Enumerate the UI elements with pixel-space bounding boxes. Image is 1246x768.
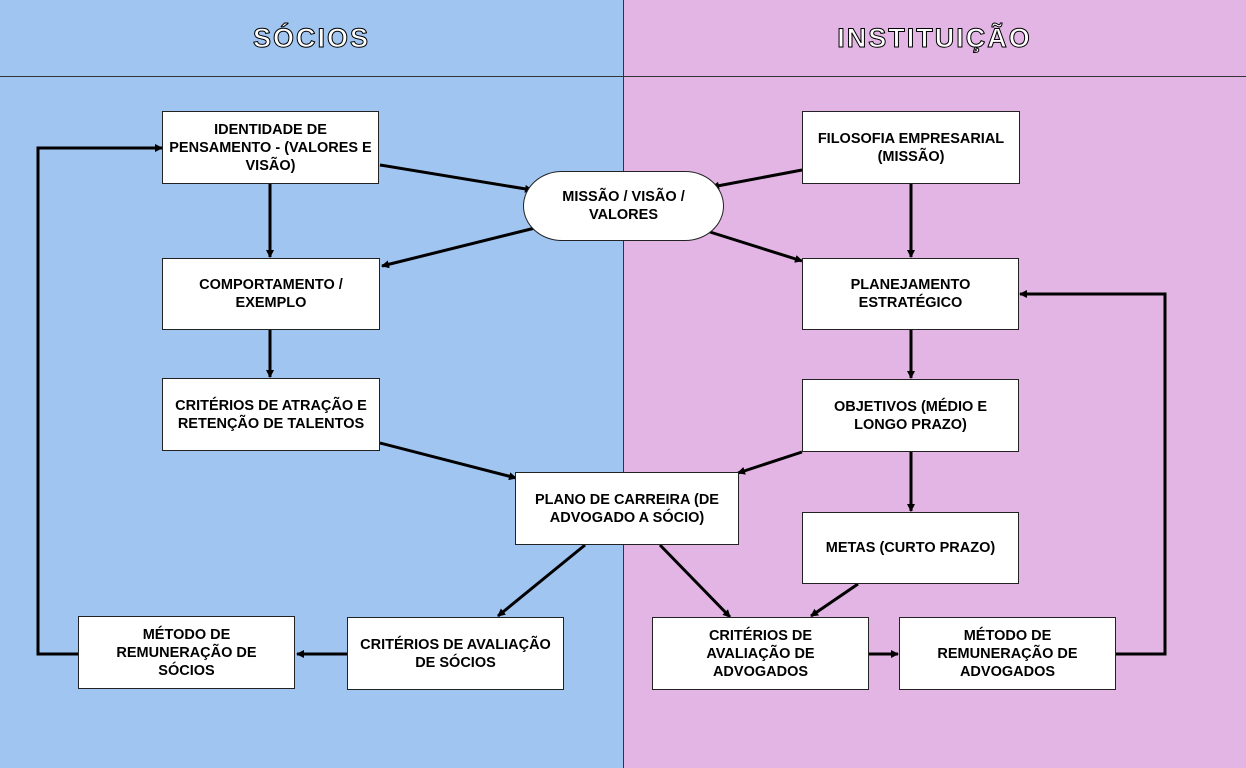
criterios-atracao-label: CRITÉRIOS DE ATRAÇÃO E RETENÇÃO DE TALEN…	[175, 397, 367, 432]
identidade-box: IDENTIDADE DE PENSAMENTO - (VALORES E VI…	[162, 111, 379, 184]
arrow-objetivos-plano	[737, 450, 803, 475]
socios-title: SÓCIOS	[252, 23, 371, 54]
arrow-plano-criterios-socios	[497, 543, 586, 618]
arrow-missao-comportamento	[381, 226, 536, 269]
criterios-socios-box: CRITÉRIOS DE AVALIAÇÃO DE SÓCIOS	[347, 617, 564, 690]
comportamento-box: COMPORTAMENTO / EXEMPLO	[162, 258, 380, 330]
arrow-identidade-missao	[379, 163, 533, 193]
arrow-missao-planejamento	[709, 230, 803, 263]
arrow-filosofia-missao	[711, 168, 803, 190]
metas-label: METAS (CURTO PRAZO)	[825, 540, 996, 556]
criterios-atracao-box: CRITÉRIOS DE ATRAÇÃO E RETENÇÃO DE TALEN…	[162, 378, 380, 451]
filosofia-label: FILOSOFIA EMPRESARIAL (MISSÃO)	[817, 130, 1005, 165]
missao-visao-oval: MISSÃO / VISÃO / VALORES	[523, 171, 724, 241]
comportamento-label: COMPORTAMENTO / EXEMPLO	[199, 277, 343, 311]
arrow-plano-criterios-advogados	[658, 543, 732, 619]
arrow-atracao-plano	[379, 441, 517, 481]
plano-carreira-label: PLANO DE CARREIRA (DE ADVOGADO A SÓCIO)	[535, 491, 719, 526]
metas-box: METAS (CURTO PRAZO)	[802, 512, 1019, 584]
criterios-advogados-label: CRITÉRIOS DE AVALIAÇÃO DE ADVOGADOS	[706, 627, 815, 680]
loop-metodo-advogados-planejamento	[1019, 290, 1167, 656]
metodo-socios-box: MÉTODO DE REMUNERAÇÃO DE SÓCIOS	[78, 616, 295, 689]
criterios-socios-label: CRITÉRIOS DE AVALIAÇÃO DE SÓCIOS	[360, 636, 551, 671]
metodo-advogados-label: MÉTODO DE REMUNERAÇÃO DE ADVOGADOS	[937, 627, 1078, 680]
criterios-advogados-box: CRITÉRIOS DE AVALIAÇÃO DE ADVOGADOS	[652, 617, 869, 690]
filosofia-box: FILOSOFIA EMPRESARIAL (MISSÃO)	[802, 111, 1020, 184]
loop-metodo-socios-identidade	[36, 144, 163, 656]
planejamento-box: PLANEJAMENTO ESTRATÉGICO	[802, 258, 1019, 330]
missao-visao-label: MISSÃO / VISÃO / VALORES	[562, 189, 685, 223]
objetivos-box: OBJETIVOS (MÉDIO E LONGO PRAZO)	[802, 379, 1019, 452]
identidade-label: IDENTIDADE DE PENSAMENTO - (VALORES E VI…	[169, 121, 372, 174]
planejamento-label: PLANEJAMENTO ESTRATÉGICO	[850, 277, 971, 311]
instituicao-title: INSTITUIÇÃO	[837, 23, 1032, 54]
arrow-metas-criterios-advogados	[810, 582, 859, 618]
plano-carreira-box: PLANO DE CARREIRA (DE ADVOGADO A SÓCIO)	[515, 472, 739, 545]
objetivos-label: OBJETIVOS (MÉDIO E LONGO PRAZO)	[833, 398, 988, 433]
column-divider	[623, 0, 624, 768]
metodo-socios-label: MÉTODO DE REMUNERAÇÃO DE SÓCIOS	[116, 626, 257, 679]
metodo-advogados-box: MÉTODO DE REMUNERAÇÃO DE ADVOGADOS	[899, 617, 1116, 690]
